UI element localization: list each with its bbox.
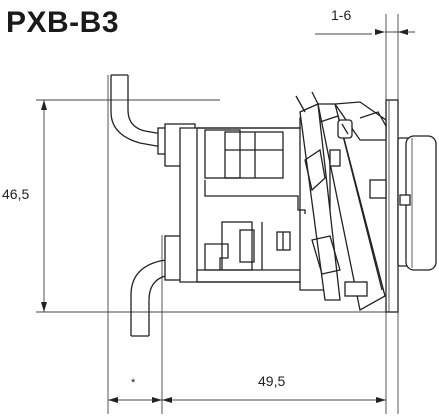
upper-tube [110, 74, 169, 155]
panel-thickness-dimension: 1-6 [315, 7, 415, 100]
depth-dimension: * 49,5 [107, 75, 399, 414]
height-dimension: 46,5 [2, 99, 395, 313]
variable-mark: * [131, 377, 136, 389]
mounting-panel [385, 99, 399, 313]
product-title: PXB-B3 [6, 6, 120, 39]
front-knob [397, 135, 437, 271]
switch-body [164, 117, 331, 291]
actuator-mechanism [295, 91, 387, 312]
panel-thickness-label: 1-6 [331, 7, 351, 23]
depth-label: 49,5 [258, 373, 285, 389]
height-label: 46,5 [2, 186, 29, 202]
